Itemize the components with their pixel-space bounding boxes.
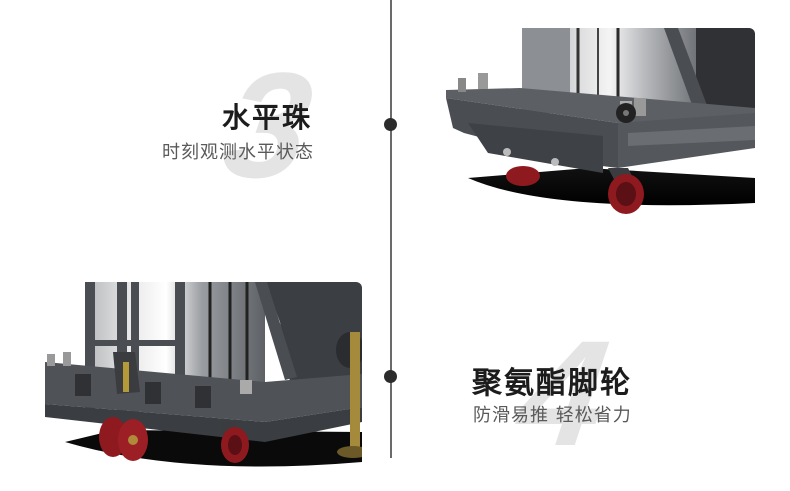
- spirit-level-product-image: [428, 28, 755, 220]
- feature-title: 水平珠: [221, 101, 312, 134]
- timeline-dot-feature-3: [384, 118, 397, 131]
- feature-subtitle: 防滑易推 轻松省力: [473, 405, 632, 426]
- timeline-divider: [390, 0, 392, 458]
- caster-wheels-product-image: [35, 282, 362, 474]
- feature-title: 聚氨酯脚轮: [472, 366, 632, 401]
- timeline-dot-feature-4: [384, 370, 397, 383]
- feature-subtitle: 时刻观测水平状态: [162, 142, 314, 163]
